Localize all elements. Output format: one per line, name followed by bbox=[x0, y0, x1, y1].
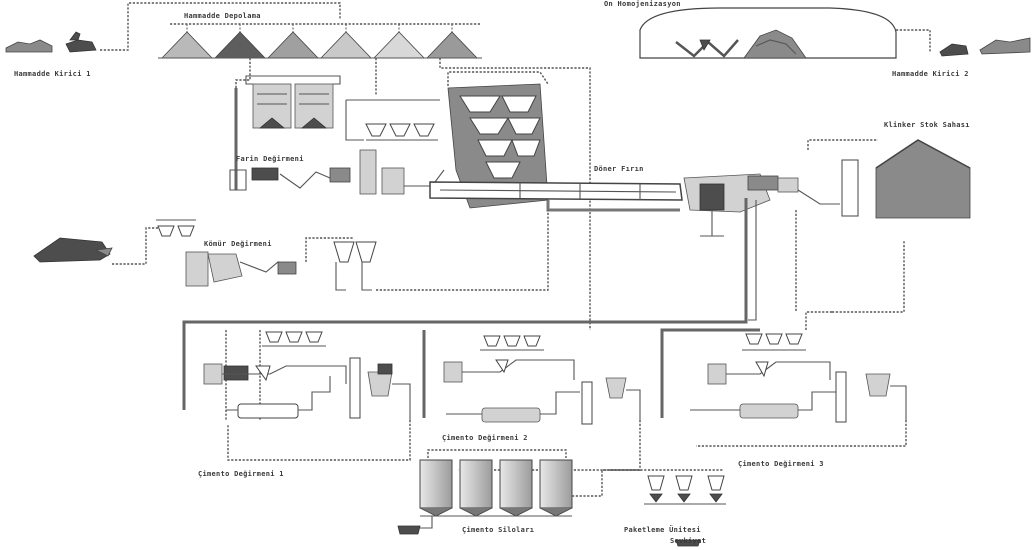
cement-silo bbox=[539, 459, 573, 509]
clinker-cooler bbox=[683, 173, 840, 321]
coal-mill-area bbox=[33, 210, 549, 291]
cement-mill-2 bbox=[422, 330, 641, 471]
raw-mill-area bbox=[229, 75, 445, 195]
cement-silo bbox=[419, 459, 453, 509]
label-cement-mill-2: Çimento Değirmeni 2 bbox=[442, 434, 528, 442]
cement-silos bbox=[397, 449, 640, 535]
packing-unit bbox=[610, 469, 726, 547]
label-cement-silos: Çimento Siloları bbox=[462, 526, 535, 534]
label-kiln: Döner Fırın bbox=[594, 165, 644, 173]
label-cement-mill-3: Çimento Değirmeni 3 bbox=[738, 460, 824, 468]
label-cement-mill-1: Çimento Değirmeni 1 bbox=[198, 470, 284, 478]
cement-mill-1 bbox=[182, 198, 748, 461]
label-clinker-storage: Klinker Stok Sahası bbox=[884, 121, 970, 129]
silo-cone bbox=[459, 507, 493, 517]
preheater-tower bbox=[447, 71, 549, 209]
label-prehomogenization: Ön Homojenizasyon bbox=[604, 0, 681, 8]
label-raw-mill: Farin Değirmeni bbox=[236, 155, 304, 163]
label-coal-mill: Kömür Değirmeni bbox=[204, 240, 272, 248]
raw-material-storage bbox=[158, 20, 482, 59]
rotary-kiln bbox=[429, 181, 683, 212]
silo-cone bbox=[419, 507, 453, 517]
cement-silo bbox=[499, 459, 533, 509]
label-raw-storage: Hammadde Depolama bbox=[184, 12, 261, 20]
silo-cone bbox=[539, 507, 573, 517]
label-quarry-2: Hammadde Kirici 2 bbox=[892, 70, 969, 78]
quarry-2-crusher bbox=[939, 37, 1031, 57]
quarry-1-crusher bbox=[5, 31, 97, 53]
label-packing: Paketleme Ünitesi bbox=[624, 526, 701, 534]
prehomogenization-dome bbox=[639, 7, 897, 59]
cement-silo bbox=[459, 459, 493, 509]
label-dispatch: Sevkiyat bbox=[670, 537, 707, 545]
label-quarry-1: Hammadde Kirici 1 bbox=[14, 70, 91, 78]
silo-cone bbox=[499, 507, 533, 517]
clinker-storage-building bbox=[807, 139, 971, 219]
cement-mill-3 bbox=[660, 210, 907, 447]
